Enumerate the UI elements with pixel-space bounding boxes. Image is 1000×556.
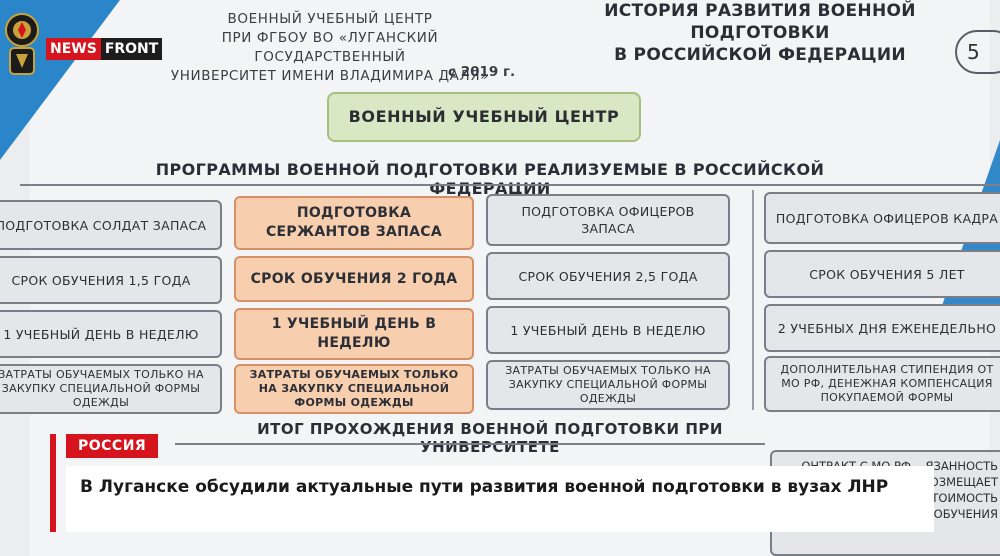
brand-front: FRONT (100, 38, 163, 60)
news-caption: В Луганске обсудили актуальные пути разв… (66, 466, 934, 532)
col3-item-1: ПОДГОТОВКА ОФИЦЕРОВ ЗАПАСА (486, 194, 730, 246)
col4-item-3: 2 УЧЕБНЫХ ДНЯ ЕЖЕНЕДЕЛЬНО (764, 304, 1000, 352)
header-left-line3: УНИВЕРСИТЕТ ИМЕНИ ВЛАДИМИРА ДАЛЯ» (170, 68, 490, 84)
brand-news: NEWS (46, 38, 101, 60)
results-title: ИТОГ ПРОХОЖДЕНИЯ ВОЕННОЙ ПОДГОТОВКИ ПРИ … (257, 420, 723, 456)
col1-item-2: СРОК ОБУЧЕНИЯ 1,5 ГОДА (0, 256, 222, 304)
slide-title: ИСТОРИЯ РАЗВИТИЯ ВОЕННОЙ ПОДГОТОВКИ В РО… (575, 0, 945, 66)
page-number: 5 (955, 30, 1000, 74)
slide-header-left: ВОЕННЫЙ УЧЕБНЫЙ ЦЕНТР ПРИ ФГБОУ ВО «ЛУГА… (150, 10, 510, 86)
emblem-logo (5, 13, 39, 75)
lower-third-accent (50, 434, 56, 532)
programs-title: ПРОГРАММЫ ВОЕННОЙ ПОДГОТОВКИ РЕАЛИЗУЕМЫЕ… (155, 160, 825, 198)
col4-item-1: ПОДГОТОВКА ОФИЦЕРОВ КАДРА (764, 192, 1000, 244)
slide-title-line2: В РОССИЙСКОЙ ФЕДЕРАЦИИ (614, 45, 906, 65)
col2-item-2: СРОК ОБУЧЕНИЯ 2 ГОДА (234, 256, 474, 302)
col1-item-3: 1 УЧЕБНЫЙ ДЕНЬ В НЕДЕЛЮ (0, 310, 222, 358)
region-tag: РОССИЯ (66, 434, 159, 458)
programs-divider (20, 184, 1000, 186)
news-front-logo: NEWS FRONT (46, 38, 163, 60)
header-left-line2: ПРИ ФГБОУ ВО «ЛУГАНСКИЙ ГОСУДАРСТВЕННЫЙ (221, 30, 439, 65)
col1-item-4: ЗАТРАТЫ ОБУЧАЕМЫХ ТОЛЬКО НА ЗАКУПКУ СПЕЦ… (0, 364, 222, 414)
slide-title-line1: ИСТОРИЯ РАЗВИТИЯ ВОЕННОЙ ПОДГОТОВКИ (604, 1, 916, 43)
vuc-box: ВОЕННЫЙ УЧЕБНЫЙ ЦЕНТР (327, 92, 641, 142)
since-year: с 2019 г. (448, 64, 516, 80)
column-divider (752, 190, 754, 410)
col3-item-4: ЗАТРАТЫ ОБУЧАЕМЫХ ТОЛЬКО НА ЗАКУПКУ СПЕЦ… (486, 360, 730, 410)
col1-item-1: ПОДГОТОВКА СОЛДАТ ЗАПАСА (0, 200, 222, 250)
col2-item-3: 1 УЧЕБНЫЙ ДЕНЬ В НЕДЕЛЮ (234, 308, 474, 360)
col4-item-4: ДОПОЛНИТЕЛЬНАЯ СТИПЕНДИЯ ОТ МО РФ, ДЕНЕЖ… (764, 356, 1000, 412)
col4-item-2: СРОК ОБУЧЕНИЯ 5 ЛЕТ (764, 250, 1000, 298)
col2-item-1: ПОДГОТОВКА СЕРЖАНТОВ ЗАПАСА (234, 196, 474, 250)
results-divider (175, 443, 765, 445)
col3-item-3: 1 УЧЕБНЫЙ ДЕНЬ В НЕДЕЛЮ (486, 306, 730, 354)
header-left-line1: ВОЕННЫЙ УЧЕБНЫЙ ЦЕНТР (227, 11, 433, 27)
col3-item-2: СРОК ОБУЧЕНИЯ 2,5 ГОДА (486, 252, 730, 300)
col2-item-4: ЗАТРАТЫ ОБУЧАЕМЫХ ТОЛЬКО НА ЗАКУПКУ СПЕЦ… (234, 364, 474, 414)
